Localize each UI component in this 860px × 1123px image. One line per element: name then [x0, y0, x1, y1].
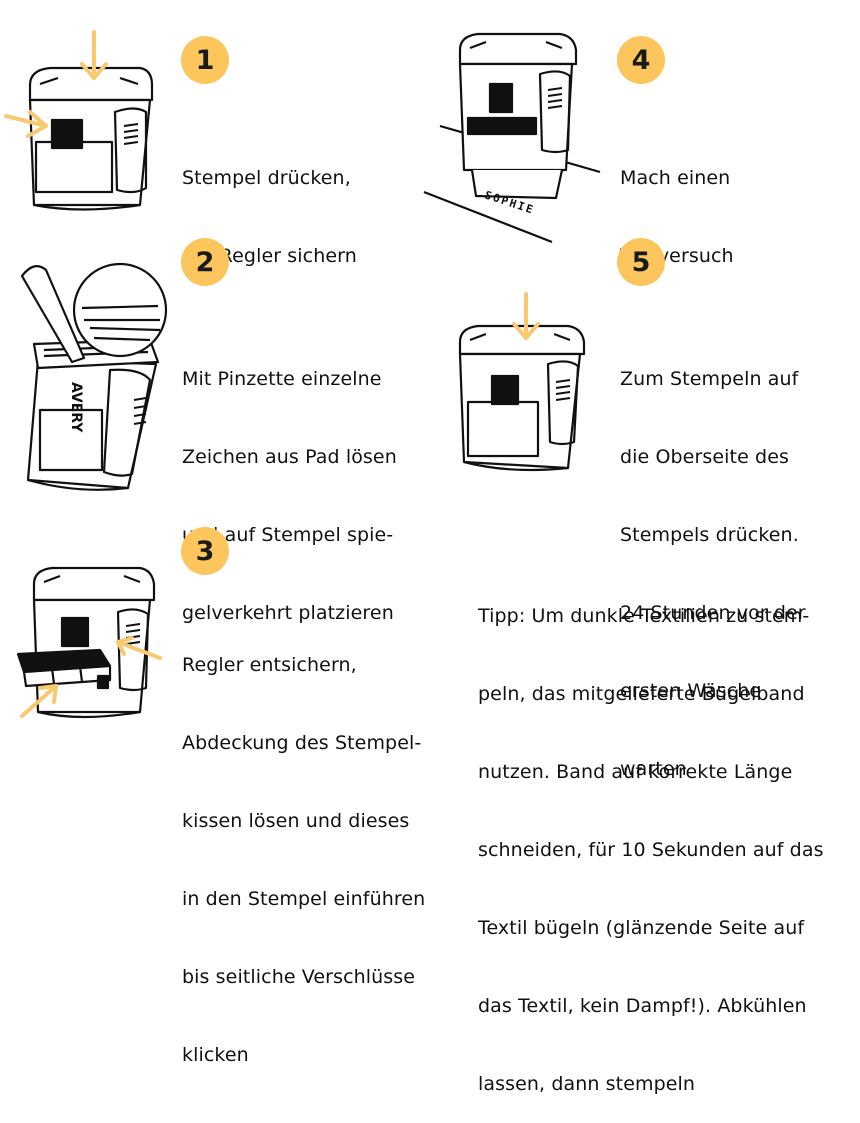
tip-line: das Textil, kein Dampf!). Abkühlen — [478, 995, 807, 1017]
step-3-line: in den Stempel einführen — [182, 888, 426, 910]
step-3-line: Abdeckung des Stempel- — [182, 732, 422, 754]
step-5-line: Stempels drücken. — [620, 524, 799, 546]
step-4-number: 4 — [631, 44, 651, 76]
step-5-text: Zum Stempeln auf die Oberseite des Stemp… — [620, 314, 806, 808]
stamp-ink-pad-icon — [16, 566, 162, 719]
stamp-press-icon — [458, 292, 586, 472]
step-2-line: Mit Pinzette einzelne — [182, 368, 382, 390]
step-4-line: Mach einen — [620, 167, 731, 189]
tip-line: Textil bügeln (glänzende Seite auf — [478, 917, 805, 939]
step-5-badge: 5 — [617, 238, 665, 286]
brand-on-stamp: AVERY — [68, 382, 84, 433]
step-3-badge: 3 — [181, 527, 229, 575]
step-2-line: Zeichen aus Pad lösen — [182, 446, 397, 468]
step-3-text: Regler entsichern, Abdeckung des Stempel… — [182, 600, 425, 1094]
step-2-badge: 2 — [181, 238, 229, 286]
tip-line: peln, das mitgelieferte Bügelband — [478, 683, 805, 705]
step-2-number: 2 — [195, 246, 215, 278]
step-5-line: warten — [620, 758, 687, 780]
tip-line: schneiden, für 10 Sekunden auf das — [478, 839, 824, 861]
step-3-line: kissen lösen und dieses — [182, 810, 410, 832]
step-1-line: Stempel drücken, — [182, 167, 351, 189]
step-3-line: Regler entsichern, — [182, 654, 357, 676]
step-3-line: klicken — [182, 1044, 249, 1066]
step-5-number: 5 — [631, 246, 651, 278]
step-2-line: gelverkehrt platzieren — [182, 602, 394, 624]
step-5-line: 24 Stunden vor der — [620, 602, 806, 624]
step-3-line: bis seitliche Verschlüsse — [182, 966, 416, 988]
step-4-text: Mach einen Testversuch — [620, 113, 734, 295]
tip-text: Tipp: Um dunkle Textilien zu stem- peln,… — [478, 551, 824, 1123]
step-4-badge: 4 — [617, 36, 665, 84]
tip-line: nutzen. Band auf korrekte Länge — [478, 761, 793, 783]
step-3-number: 3 — [195, 535, 215, 567]
tip-line: Tipp: Um dunkle Textilien zu stem- — [478, 605, 810, 627]
step-1-number: 1 — [195, 44, 215, 76]
stamp-test-icon: SOPHIE — [423, 32, 601, 244]
stamp-press-lock-icon — [4, 30, 154, 211]
step-2-text: Mit Pinzette einzelne Zeichen aus Pad lö… — [182, 314, 397, 652]
step-5-line: Zum Stempeln auf — [620, 368, 799, 390]
step-1-badge: 1 — [181, 36, 229, 84]
step-5-line: ersten Wäsche — [620, 680, 762, 702]
tweezers-stamp-icon: AVERY — [20, 262, 168, 491]
tip-line: lassen, dann stempeln — [478, 1073, 696, 1095]
step-5-line: die Oberseite des — [620, 446, 789, 468]
